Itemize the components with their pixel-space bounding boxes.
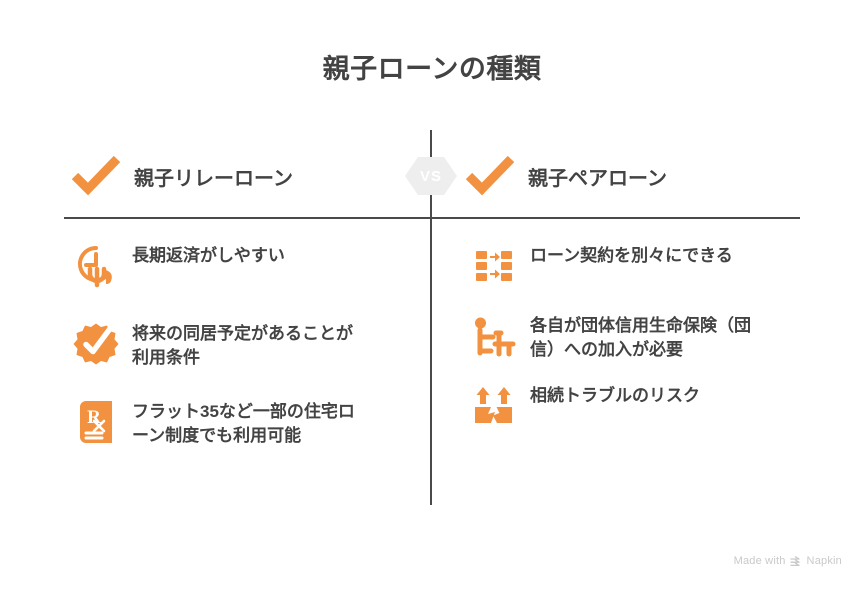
feature-list-right: ローン契約を別々にできる 各自が bbox=[466, 240, 806, 452]
list-item-text: ローン契約を別々にできる bbox=[530, 246, 733, 265]
cracked-box-arrows-icon bbox=[466, 380, 522, 432]
list-item-text: フラット35など一部の住宅ローン制度でも利用可能 bbox=[132, 402, 355, 446]
svg-text:R: R bbox=[87, 407, 101, 428]
watermark-brand: Napkin bbox=[806, 555, 842, 567]
list-item: R フラット35など一部の住宅ローン制度でも利用可能 bbox=[68, 396, 408, 448]
versus-badge-label: VS bbox=[419, 167, 442, 185]
check-icon bbox=[465, 155, 515, 196]
prescription-rx-icon: R bbox=[68, 396, 124, 448]
list-item-text: 長期返済がしやすい bbox=[132, 246, 285, 265]
watermark-prefix: Made with bbox=[733, 555, 786, 567]
column-header-right: 親子ペアローン bbox=[465, 148, 667, 204]
column-header-label-left: 親子リレーローン bbox=[134, 167, 293, 190]
list-item: 長期返済がしやすい bbox=[68, 240, 408, 292]
napkin-logo-icon bbox=[789, 555, 803, 567]
horizontal-divider bbox=[64, 217, 800, 219]
gear-check-icon bbox=[68, 318, 124, 370]
list-item: 各自が団体信用生命保険（団信）への加入が必要 bbox=[466, 310, 806, 362]
person-at-desk-icon bbox=[466, 310, 522, 362]
feature-list-left: 長期返済がしやすい 将来の同居予定があることが利用条件 R bbox=[68, 240, 408, 469]
list-item: 相続トラブルのリスク bbox=[466, 380, 806, 432]
watermark: Made with Napkin bbox=[734, 555, 842, 567]
vertical-divider bbox=[430, 130, 432, 505]
list-item: 将来の同居予定があることが利用条件 bbox=[68, 318, 408, 370]
list-item: ローン契約を別々にできる bbox=[466, 240, 806, 292]
column-header-label-right: 親子ペアローン bbox=[528, 167, 667, 190]
page-title: 親子ローンの種類 bbox=[322, 54, 542, 84]
clock-arrow-icon bbox=[68, 240, 124, 292]
list-item-text: 将来の同居予定があることが利用条件 bbox=[132, 324, 353, 368]
list-item-text: 各自が団体信用生命保険（団信）への加入が必要 bbox=[530, 316, 751, 360]
column-header-left: 親子リレーローン bbox=[71, 148, 293, 204]
data-transfer-icon bbox=[466, 240, 522, 292]
check-icon bbox=[71, 155, 121, 196]
list-item-text: 相続トラブルのリスク bbox=[530, 386, 700, 406]
versus-badge: VS bbox=[405, 157, 457, 195]
